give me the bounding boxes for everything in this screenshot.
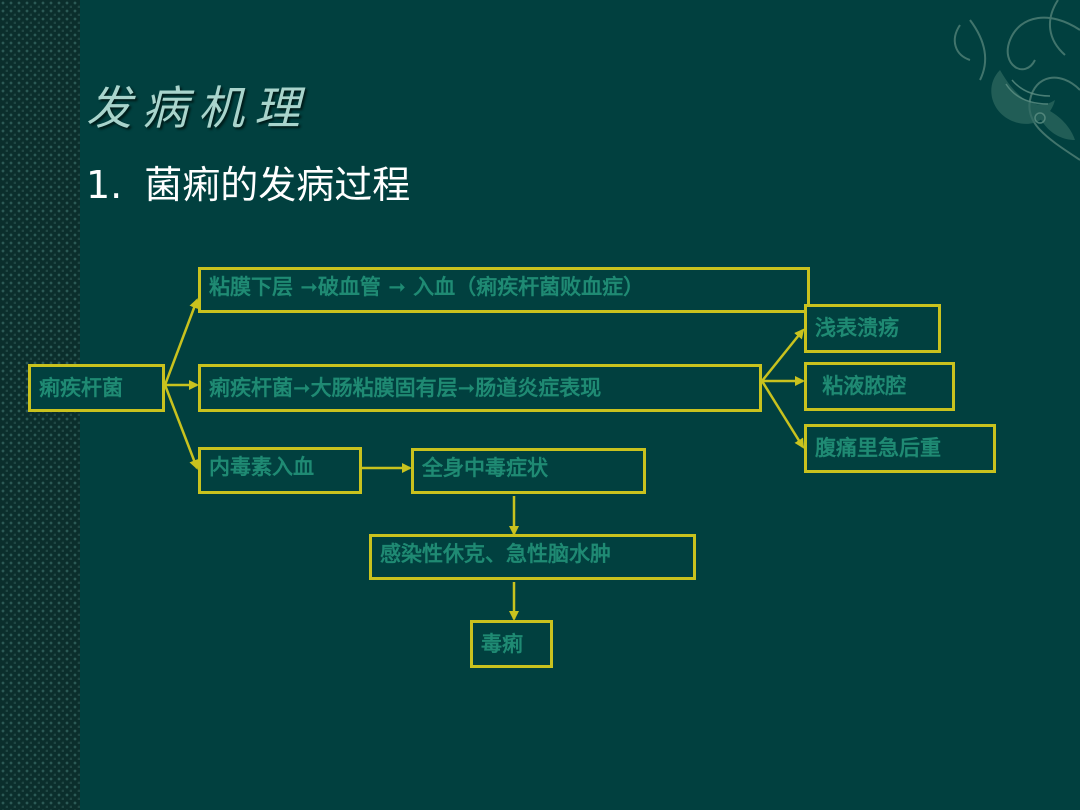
edge-colon-tenesmus [760,380,805,449]
subtitle-text: 菌痢的发病过程 [144,163,411,207]
edge-pathogen-submucosa [163,298,199,386]
node-submucosa: 粘膜下层 ➞破血管 ➞ 入血（痢疾杆菌败血症） [198,267,810,313]
node-systemic: 全身中毒症状 [411,448,646,494]
node-mucus: 粘液脓腔 [804,362,955,411]
slide-subtitle: 1. 菌痢的发病过程 [86,154,410,209]
node-shock: 感染性休克、急性脑水肿 [369,534,696,580]
slide-title: 发病机理 [86,81,310,135]
floral-ornament-icon [953,0,1080,161]
edge-pathogen-endotoxin [163,384,199,470]
node-tenesmus: 腹痛里急后重 [804,424,996,473]
node-ulcer: 浅表溃疡 [804,304,941,353]
node-endotoxin: 内毒素入血 [198,447,362,494]
node-pathogen: 痢疾杆菌 [28,364,165,412]
edge-colon-ulcer [761,328,805,382]
node-colon: 痢疾杆菌➞大肠粘膜固有层➞肠道炎症表现 [198,364,762,412]
node-toxic: 毒痢 [470,620,553,668]
subtitle-number: 1. [86,163,123,207]
